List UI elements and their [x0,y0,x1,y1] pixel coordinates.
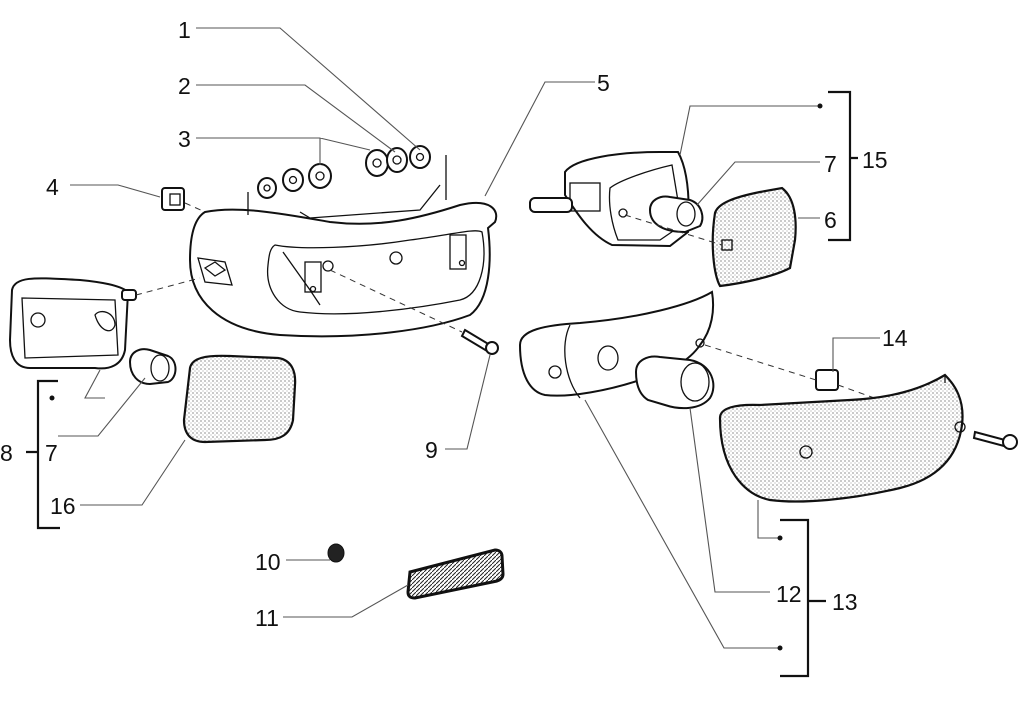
callout-3: 3 [178,126,191,152]
bracket-15 [828,90,858,242]
callout-9: 9 [425,437,438,463]
callout-7-upper: 7 [824,151,837,177]
clip-nut [161,187,206,213]
clip-nut-14 [815,369,839,391]
bulb-left [128,348,177,386]
screw-9 [329,269,499,355]
callout-5: 5 [597,70,610,96]
leader-lines [58,27,880,649]
bulb-right-upper [648,195,704,234]
left-indicator-housing [8,277,201,370]
callout-2: 2 [178,73,191,99]
reflector [406,548,505,600]
rear-light-housing [188,184,498,338]
screw-right [972,430,1018,450]
bracket-8 [26,379,60,530]
lens-left [182,354,297,444]
bullet-dot [49,395,55,401]
callout-13: 13 [832,589,858,615]
callout-16: 16 [50,493,76,519]
callout-11: 11 [255,605,279,631]
callout-12: 12 [776,581,802,607]
callout-14: 14 [882,325,908,351]
callout-4: 4 [46,174,59,200]
bullet-dot [817,103,823,109]
assembly-line-14 [704,344,817,381]
callout-10: 10 [255,549,281,575]
washers-and-nuts [247,145,447,215]
callout-15: 15 [862,147,888,173]
assembly-line-15 [624,214,723,246]
lens-right-lower [718,373,966,503]
callout-6: 6 [824,207,837,233]
bullet-dot [777,645,783,651]
bracket-13 [780,518,826,678]
bullet-dot [777,535,783,541]
callout-7-left: 7 [45,440,58,466]
callout-1: 1 [178,17,191,43]
grommet [327,543,345,563]
lens-right-upper [711,186,797,288]
callout-8: 8 [0,440,13,466]
bulb-right-lower [634,355,715,410]
